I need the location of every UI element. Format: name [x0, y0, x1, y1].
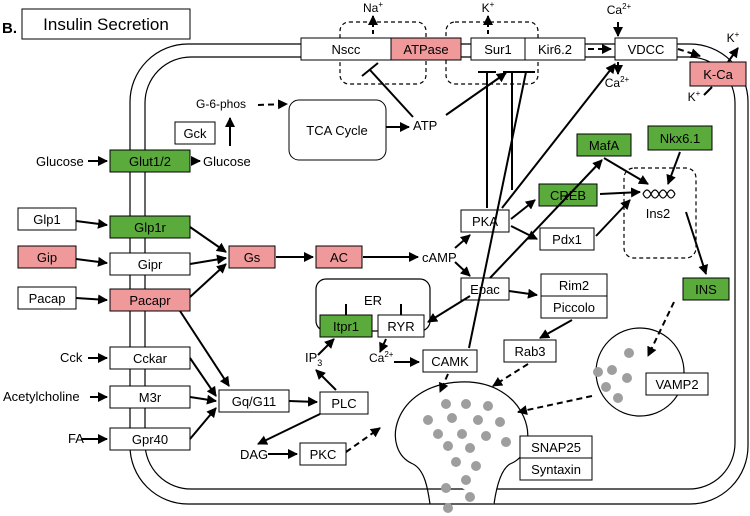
- ac-node: [315, 245, 363, 269]
- kca-node: [689, 61, 747, 87]
- gck-label: Gck: [183, 126, 207, 141]
- itpr1-label: Itpr1: [333, 319, 359, 334]
- sodium-ion-label: Na+: [363, 0, 383, 15]
- ac-label: AC: [330, 250, 348, 265]
- kca-label: K-Ca: [703, 67, 733, 82]
- exocytosis-vesicle: [394, 381, 529, 505]
- syntaxin-label: Syntaxin: [531, 462, 581, 477]
- glp1-node: [17, 207, 77, 231]
- calcium-ion-vdcc-label: Ca2+: [605, 75, 630, 90]
- glucose-extracellular-label: Glucose: [36, 154, 84, 169]
- vamp2-label: VAMP2: [655, 377, 698, 392]
- piccolo-label: Piccolo: [553, 300, 595, 315]
- atpase-label: ATPase: [403, 42, 448, 57]
- vdcc-node: [614, 37, 678, 61]
- m3r-label: M3r: [139, 390, 162, 405]
- pkc-node: [299, 442, 347, 466]
- kir62-node: [524, 37, 586, 61]
- potassium-ion-kca-bottom-label: K+: [688, 89, 701, 104]
- rab3-node: [503, 339, 557, 363]
- nkx61-node: [647, 125, 713, 151]
- glucose-intracellular-label: Glucose: [203, 154, 251, 169]
- ins2-label: Ins2: [646, 206, 671, 221]
- vdcc-label: VDCC: [628, 42, 665, 57]
- vamp2-node: [645, 372, 709, 396]
- insulin-granules: [423, 348, 634, 513]
- sur1-label: Sur1: [484, 42, 511, 57]
- gip-label: Gip: [37, 250, 57, 265]
- camp-label: cAMP: [422, 250, 457, 265]
- potassium-ion-label: K+: [482, 0, 495, 15]
- pdx1-node: [539, 227, 595, 251]
- plc-label: PLC: [331, 396, 356, 411]
- kir62-label: Kir6.2: [538, 42, 572, 57]
- camk-label: CAMK: [431, 354, 469, 369]
- cck-label: Cck: [60, 350, 83, 365]
- gq-g11-label: Gq/G11: [232, 394, 277, 409]
- ip3-label: IP3: [305, 350, 322, 368]
- pka-label: PKA: [472, 214, 498, 229]
- acetylcholine-label: Acetylcholine: [3, 389, 80, 404]
- glp1r-label: Glp1r: [134, 220, 166, 235]
- pacapr-label: Pacapr: [129, 293, 171, 308]
- glp1-label: Glp1: [33, 212, 60, 227]
- calcium-ion-top-label: Ca2+: [607, 2, 632, 17]
- gs-node: [228, 245, 276, 269]
- tca-cycle-label: TCA Cycle: [306, 123, 367, 138]
- epac-node: [460, 277, 510, 301]
- diagram-title: Insulin Secretion: [43, 15, 169, 34]
- calcium-er-label: Ca2+: [369, 350, 394, 365]
- ryr-label: RYR: [387, 319, 414, 334]
- er-label: ER: [364, 293, 382, 308]
- fa-label: FA: [68, 431, 84, 446]
- camk-node: [422, 349, 478, 373]
- epac-label: Epac: [470, 282, 500, 297]
- tca-cycle-node: [288, 99, 387, 161]
- nkx61-label: Nkx6.1: [660, 131, 700, 146]
- plc-node: [319, 391, 369, 415]
- atpase-node: [390, 37, 462, 61]
- pacap-label: Pacap: [29, 291, 66, 306]
- mafa-label: MafA: [589, 138, 620, 153]
- mafa-node: [576, 133, 632, 157]
- dag-label: DAG: [240, 447, 268, 462]
- piccolo-node: [540, 295, 608, 319]
- nucleus-group: [623, 167, 697, 259]
- atp-label: ATP: [413, 118, 437, 133]
- gs-label: Gs: [244, 250, 261, 265]
- potassium-ion-kca-top-label: K+: [727, 30, 740, 45]
- nscc-label: Nscc: [332, 42, 361, 57]
- panel-label: B.: [2, 20, 17, 37]
- syntaxin-node: [519, 457, 593, 481]
- pacapr-node: [109, 288, 191, 312]
- gpr40-label: Gpr40: [132, 432, 168, 447]
- glut12-label: Glut1/2: [129, 154, 171, 169]
- gip-node: [17, 245, 77, 269]
- cckar-label: Cckar: [133, 351, 168, 366]
- rab3-label: Rab3: [514, 344, 545, 359]
- dna-icon: [642, 189, 676, 199]
- ins-node: [682, 277, 730, 301]
- rim2-label: Rim2: [559, 278, 589, 293]
- title-box: [21, 8, 191, 40]
- g6p-label: G-6-phos: [196, 97, 246, 111]
- gipr-label: Gipr: [138, 257, 163, 272]
- ins-label: INS: [695, 282, 717, 297]
- pdx1-label: Pdx1: [552, 232, 582, 247]
- snap25-label: SNAP25: [531, 440, 581, 455]
- gck-node: [174, 121, 216, 145]
- exocytosis-pore-edge: [412, 463, 431, 505]
- glut12-node: [109, 149, 191, 173]
- pathway-arrows: [75, 15, 739, 459]
- pkc-label: PKC: [310, 447, 337, 462]
